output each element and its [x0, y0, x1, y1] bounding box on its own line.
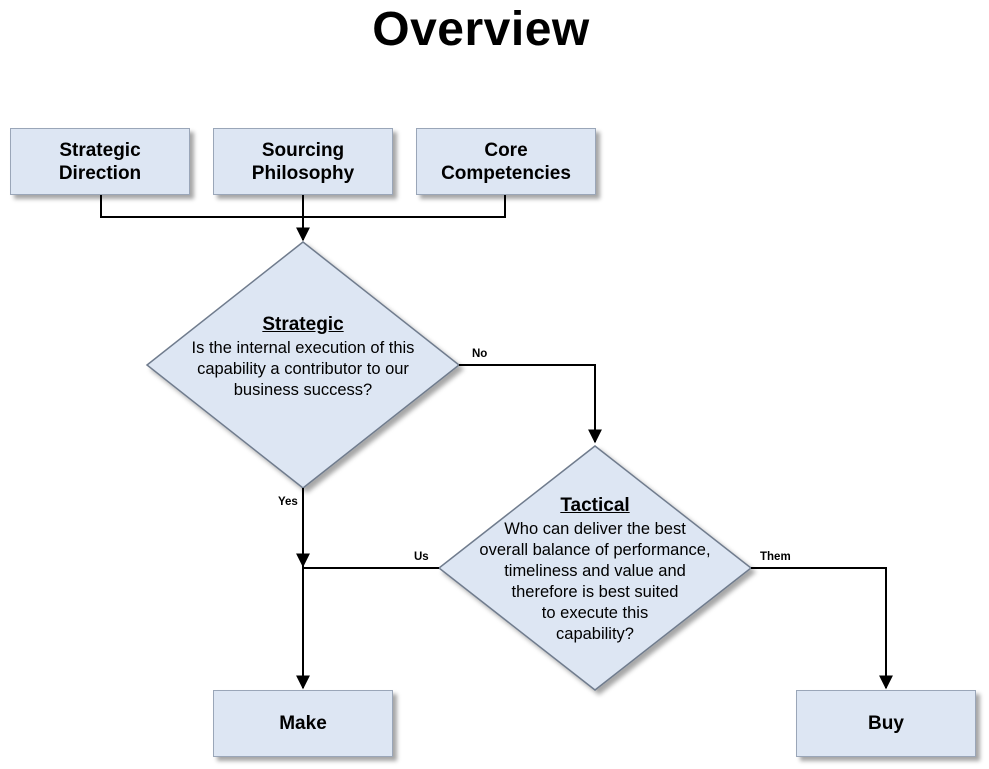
core-competencies-box: Core Competencies: [416, 128, 596, 195]
edge-label-us: Us: [414, 551, 429, 563]
tactical-decision-line-5: to execute this: [541, 604, 649, 622]
core-competencies-line-1: Core: [484, 139, 528, 161]
strategic-decision-line-1: Is the internal execution of this: [191, 339, 415, 357]
strategic-decision-line-2: capability a contributor to our: [197, 360, 409, 378]
strategic-decision-line-3: business success?: [233, 381, 373, 399]
connector-no: [459, 364, 602, 444]
tactical-decision-line-2: overall balance of performance,: [479, 541, 711, 559]
buy-label: Buy: [868, 713, 904, 734]
strategic-direction-box: Strategic Direction: [10, 128, 190, 195]
diagram-title: Overview: [372, 3, 590, 56]
tactical-decision-text: Tactical Who can deliver the best overal…: [455, 494, 735, 645]
make-label: Make: [279, 713, 327, 734]
edge-label-no: No: [472, 348, 488, 360]
edge-label-yes: Yes: [278, 496, 298, 508]
tactical-decision-line-6: capability?: [556, 625, 634, 643]
tactical-decision-line-4: therefore is best suited: [511, 583, 679, 601]
strategic-decision-title: Strategic: [262, 314, 344, 335]
core-competencies-line-2: Competencies: [441, 162, 571, 184]
sourcing-philosophy-line-1: Sourcing: [261, 139, 345, 161]
tactical-decision-line-1: Who can deliver the best: [504, 520, 686, 538]
tactical-decision-diamond: [437, 445, 753, 691]
strategic-direction-line-1: Strategic: [59, 139, 141, 161]
connector-them: [751, 567, 893, 690]
strategic-decision-text: Strategic Is the internal execution of t…: [163, 313, 443, 401]
tactical-decision-line-3: timeliness and value and: [504, 562, 686, 580]
sourcing-philosophy-line-2: Philosophy: [251, 162, 355, 184]
make-box: Make: [213, 690, 393, 757]
connector-strategic-direction: [100, 195, 303, 218]
edge-label-them: Them: [760, 551, 791, 563]
strategic-direction-line-2: Direction: [58, 162, 142, 184]
sourcing-philosophy-box: Sourcing Philosophy: [213, 128, 393, 195]
connector-core-competencies: [303, 195, 506, 218]
tactical-decision-title: Tactical: [560, 495, 630, 516]
buy-box: Buy: [796, 690, 976, 757]
